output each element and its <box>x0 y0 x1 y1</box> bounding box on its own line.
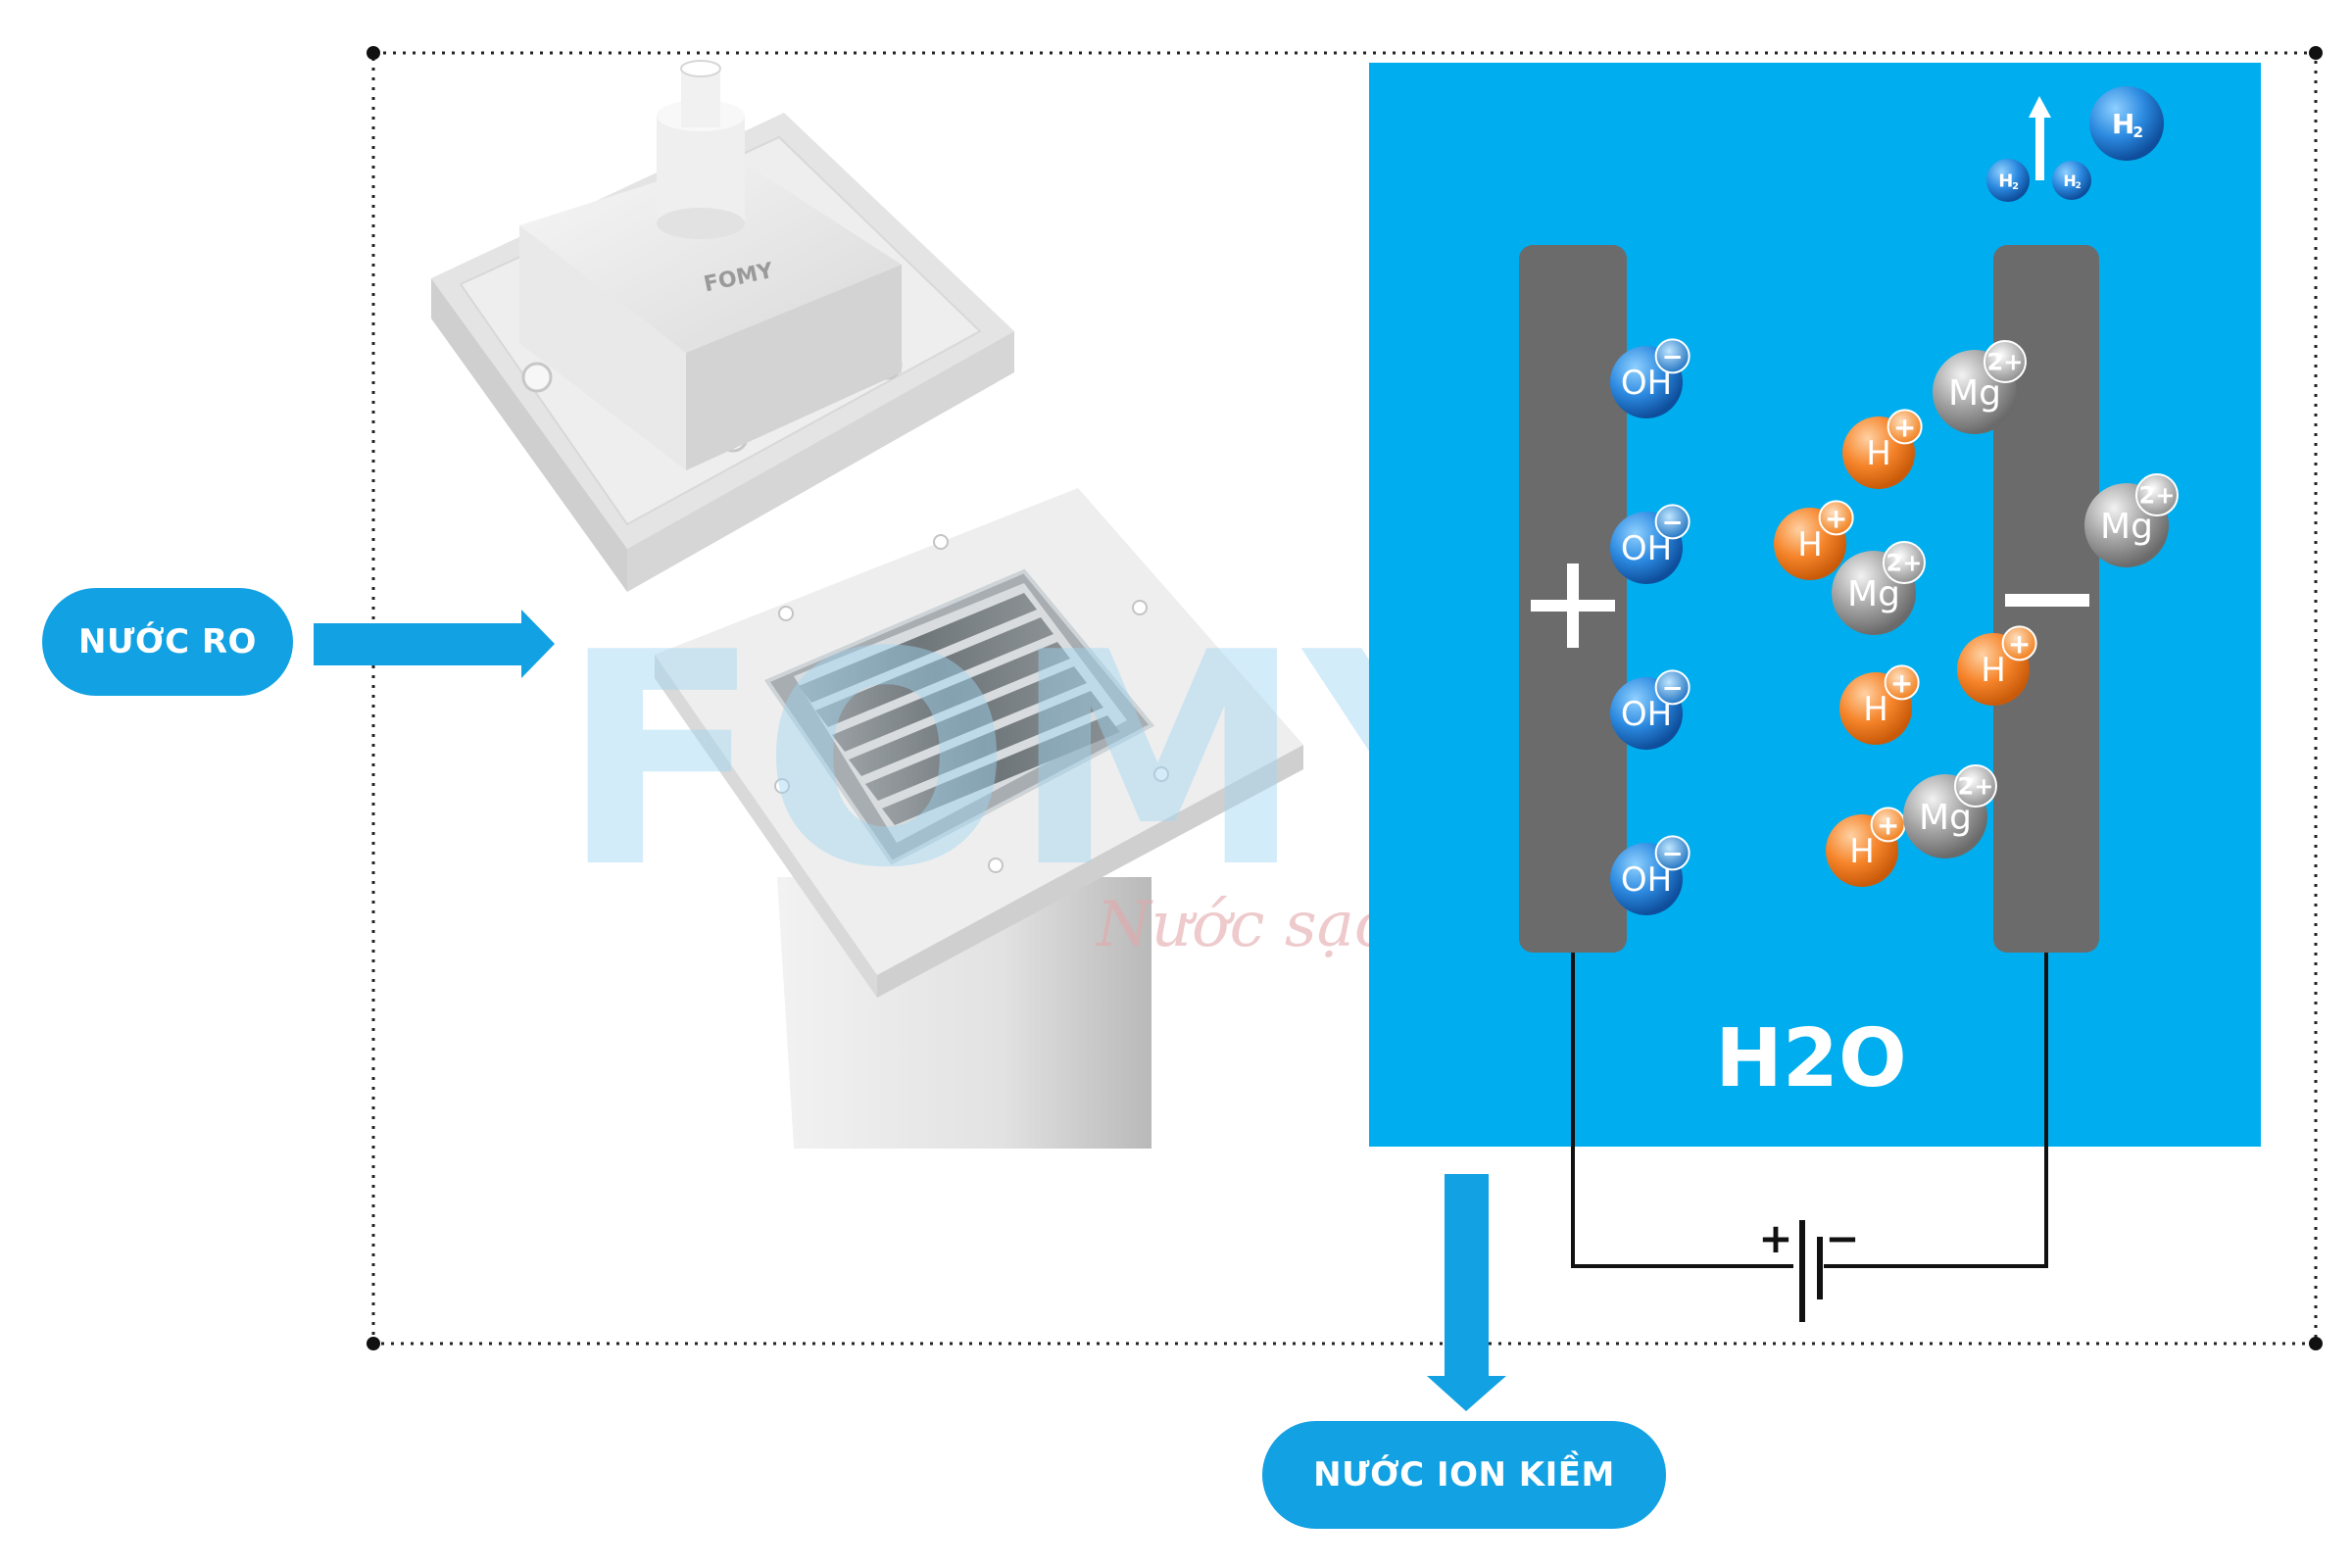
output-arrow <box>1427 1174 1506 1411</box>
circuit-wire <box>1571 953 2048 1268</box>
h2-bubble: H2 <box>2052 161 2091 200</box>
h2-bubble-subscript: 2 <box>2012 181 2019 192</box>
h-charge-label: + <box>1825 502 1847 534</box>
battery-plus-sign: + <box>1758 1214 1792 1262</box>
hydroxide-ions: OH− OH− OH− OH− <box>1610 338 1690 915</box>
oh-ion: OH− <box>1610 669 1690 750</box>
cathode-electrode <box>1993 245 2099 953</box>
h-charge-label: + <box>2008 627 2031 660</box>
input-label-ro-water: NƯỚC RO <box>42 588 293 696</box>
h2-bubble-sphere <box>2052 161 2091 200</box>
mg-charge-badge <box>1983 340 2027 384</box>
electrode-plates <box>799 593 1120 825</box>
housing-cap: FOMY <box>431 60 1014 592</box>
h-charge-badge <box>2001 625 2037 662</box>
oh-charge-badge <box>1654 669 1690 706</box>
h-charge-badge <box>1886 409 1923 445</box>
watermark-logo: FOMY <box>561 590 1520 932</box>
mg-ion-label: Mg <box>2100 507 2153 547</box>
electrode-housing <box>655 488 1303 1149</box>
oh-ion: OH− <box>1610 835 1690 915</box>
oh-charge-label: − <box>1662 343 1684 372</box>
hydrogen-ions: H+H+H+H+H+ <box>1774 409 2037 887</box>
boundary-frame <box>367 46 2323 1350</box>
h-ion-label: H <box>1849 832 1875 871</box>
output-label-alkaline-water: NƯỚC ION KIỀM <box>1262 1421 1666 1529</box>
h-charge-label: + <box>1890 666 1913 699</box>
mg-ion: Mg2+ <box>1933 340 2027 434</box>
oh-ion: OH− <box>1610 504 1690 584</box>
oh-charge-label: − <box>1662 674 1684 704</box>
mg-ion-label: Mg <box>1847 574 1900 614</box>
h-ion-label: H <box>1863 690 1888 729</box>
oh-charge-badge <box>1654 504 1690 540</box>
mg-charge-label: 2+ <box>1958 773 1994 801</box>
battery-minus-sign: − <box>1825 1214 1859 1262</box>
h-ion-label: H <box>1866 434 1891 473</box>
water-label: H2O <box>1715 1012 1906 1105</box>
h2-bubble-subscript: 2 <box>2132 123 2143 141</box>
oh-charge-badge <box>1654 835 1690 871</box>
h-charge-label: + <box>1877 808 1899 841</box>
mg-ion-label: Mg <box>1919 798 1972 838</box>
h2-bubble-label: H <box>2063 172 2076 190</box>
mg-ion: Mg2+ <box>1903 764 1997 858</box>
mg-charge-label: 2+ <box>1886 550 1923 577</box>
mg-ion: Mg2+ <box>1832 541 1926 635</box>
oh-charge-label: − <box>1662 509 1684 538</box>
h-charge-badge <box>1818 500 1854 536</box>
h-ion: H+ <box>1826 807 1906 887</box>
mg-charge-badge <box>1882 541 1926 585</box>
h2-bubble-label: H <box>2112 108 2134 140</box>
mg-charge-badge <box>2134 473 2179 517</box>
mg-charge-badge <box>1953 764 1997 808</box>
electrolysis-panel <box>1369 63 2261 1147</box>
h2-bubble-sphere <box>1986 159 2030 202</box>
h-charge-badge <box>1884 664 1920 701</box>
mg-charge-label: 2+ <box>2139 482 2176 510</box>
gas-release-arrow <box>2029 96 2051 180</box>
h-ion: H+ <box>1842 409 1923 489</box>
h-ion: H+ <box>1957 625 2037 706</box>
h2-bubble-subscript: 2 <box>2076 181 2082 191</box>
mg-ion-label: Mg <box>1948 373 2001 414</box>
anode-electrode <box>1519 245 1627 953</box>
mg-ion: Mg2+ <box>2084 473 2179 567</box>
oh-charge-badge <box>1654 338 1690 374</box>
h-ion: H+ <box>1839 664 1920 745</box>
h-ion-label: H <box>1981 651 2006 690</box>
oh-ion: OH− <box>1610 338 1690 418</box>
h2-bubble-sphere <box>2089 86 2164 161</box>
h-ion-label: H <box>1797 525 1823 564</box>
oh-charge-label: − <box>1662 840 1684 869</box>
h-ion: H+ <box>1774 500 1854 580</box>
h2-bubble: H2 <box>1986 159 2030 202</box>
h-charge-label: + <box>1893 411 1916 443</box>
mg-charge-label: 2+ <box>1987 349 2024 376</box>
magnesium-ions: Mg2+Mg2+Mg2+Mg2+ <box>1832 340 2179 858</box>
h2-bubble: H2 <box>2089 86 2164 161</box>
input-arrow <box>314 610 555 678</box>
battery-symbol: + − <box>1758 1214 1860 1322</box>
h2-bubble-label: H <box>1998 171 2013 191</box>
